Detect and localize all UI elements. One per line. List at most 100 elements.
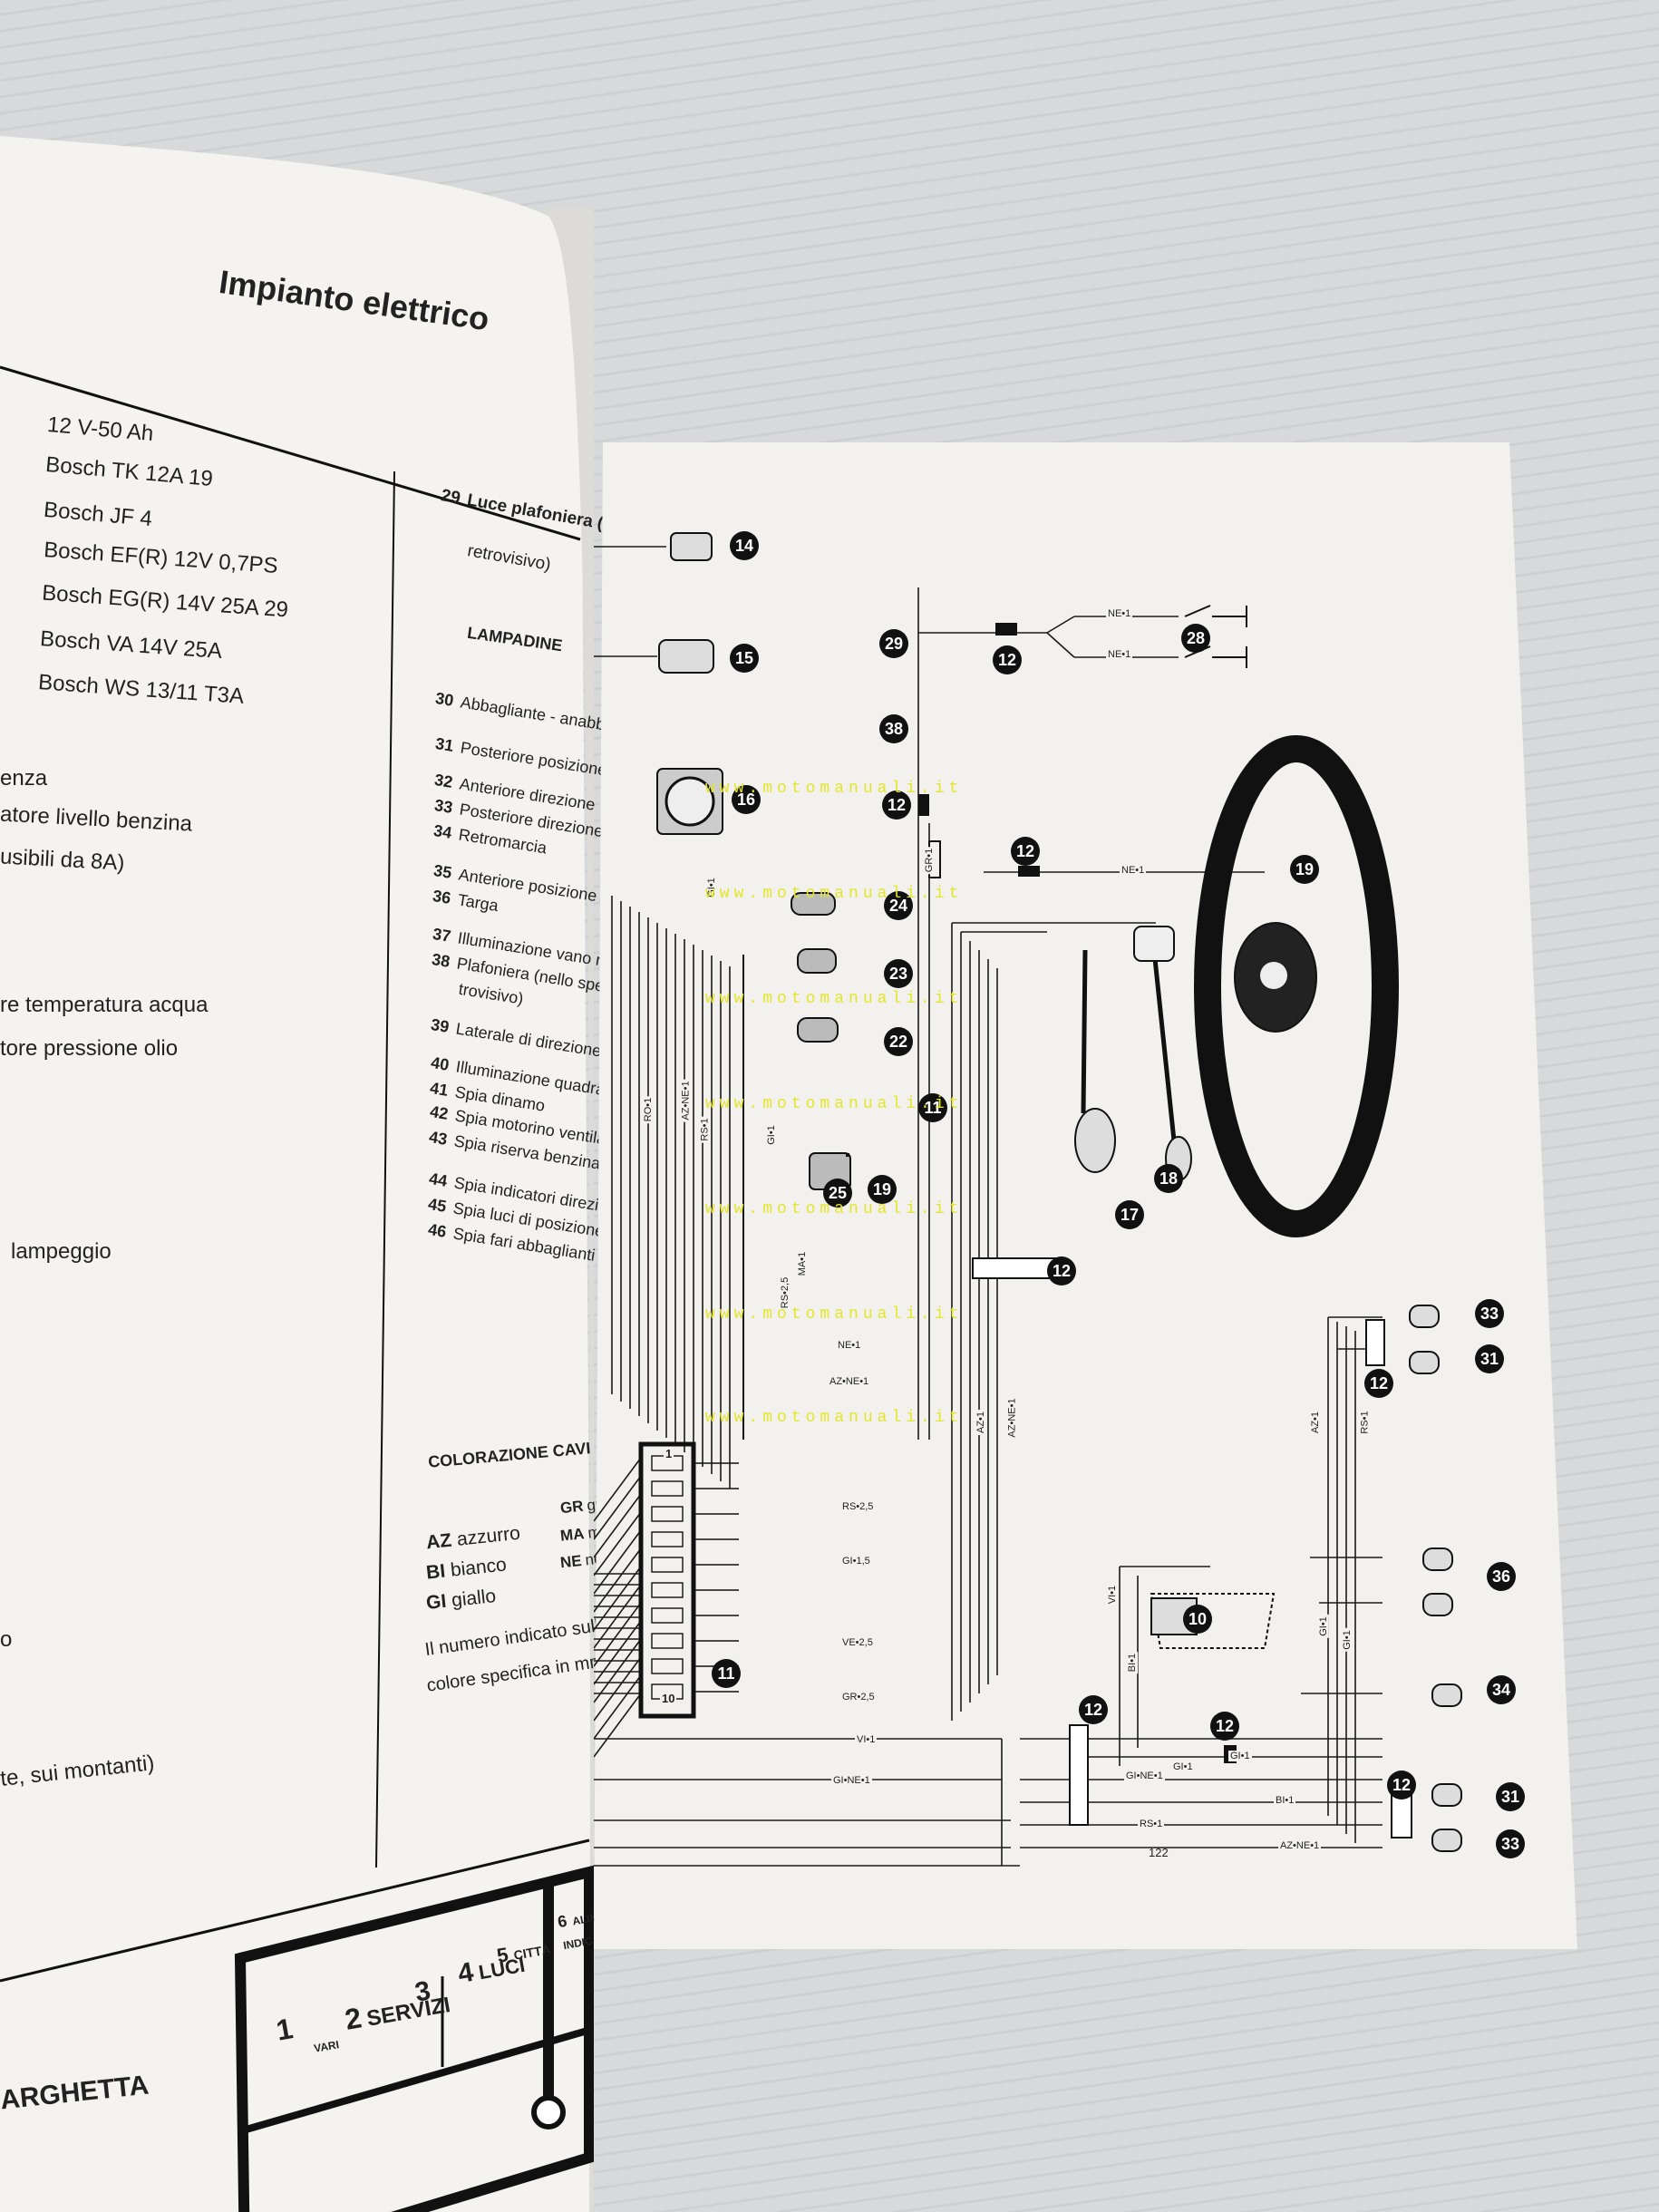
wire-label: GI•NE•1 bbox=[831, 1775, 872, 1786]
wire-label: GI•1 bbox=[765, 1123, 777, 1147]
lampadina-number: 44 bbox=[427, 1169, 449, 1190]
wire-label: GI•1 bbox=[1341, 1628, 1353, 1652]
lampadina-number: 37 bbox=[431, 925, 452, 946]
callout-12: 12 bbox=[1079, 1695, 1108, 1724]
wire-label: NE•1 bbox=[1120, 865, 1147, 876]
wire-label: AZ•NE•1 bbox=[680, 1079, 692, 1122]
callout-11: 11 bbox=[918, 1093, 947, 1122]
lampadina-number: 34 bbox=[432, 821, 453, 842]
color-code: AZ bbox=[425, 1529, 453, 1554]
watermark: www.motomanuali.it bbox=[705, 1200, 964, 1218]
fuse-box-label: 1 bbox=[664, 1447, 674, 1460]
callout-34: 34 bbox=[1487, 1675, 1516, 1704]
watermark: www.motomanuali.it bbox=[705, 1095, 964, 1113]
wire-label: RO•1 bbox=[643, 1095, 655, 1124]
wire-label: AZ•1 bbox=[975, 1409, 987, 1436]
lampadina-number: 35 bbox=[432, 861, 453, 882]
left-fragment: tore pressione olio bbox=[0, 1036, 179, 1061]
wire-label: AZ•NE•1 bbox=[1006, 1396, 1018, 1440]
wire-label: GR•2,5 bbox=[840, 1692, 877, 1703]
callout-12: 12 bbox=[1387, 1771, 1416, 1800]
wire-label: VE•2,5 bbox=[840, 1637, 875, 1648]
left-page: Impianto elettrico 12 V-50 Ah Bosch TK 1… bbox=[0, 136, 638, 2212]
callout-19: 19 bbox=[868, 1175, 897, 1204]
wire-label: GI•1 bbox=[1317, 1615, 1329, 1638]
lampadina-number: 39 bbox=[429, 1015, 451, 1036]
lampadina-number: 45 bbox=[426, 1195, 448, 1216]
callout-24: 24 bbox=[884, 891, 913, 920]
lampadina-number: 31 bbox=[433, 734, 455, 755]
callout-14: 14 bbox=[730, 531, 759, 560]
color-code: MA bbox=[559, 1525, 586, 1545]
callout-12: 12 bbox=[993, 645, 1022, 674]
lampadina-number: 33 bbox=[432, 796, 454, 817]
wire-label: AZ•NE•1 bbox=[828, 1376, 871, 1387]
wire-label: AZ•NE•1 bbox=[1278, 1840, 1322, 1851]
wire-label: GI•1 bbox=[1228, 1751, 1252, 1761]
lampadina-number: 46 bbox=[426, 1220, 448, 1241]
fuse-label: VARI bbox=[313, 2038, 341, 2055]
callout-17: 17 bbox=[1115, 1200, 1144, 1229]
color-code: BI bbox=[424, 1560, 447, 1584]
callout-38: 38 bbox=[879, 714, 908, 743]
wire-label: BI•1 bbox=[1127, 1651, 1139, 1674]
callout-15: 15 bbox=[730, 644, 759, 673]
watermark: www.motomanuali.it bbox=[705, 990, 964, 1008]
callout-12: 12 bbox=[1047, 1256, 1076, 1285]
fuse-label: CITTÀ bbox=[512, 1941, 552, 1963]
wire-label: VI•1 bbox=[855, 1734, 878, 1745]
left-fragment: enza bbox=[0, 766, 48, 791]
callout-31: 31 bbox=[1496, 1782, 1525, 1811]
lampadina-number: 36 bbox=[431, 887, 452, 907]
color-name: giallo bbox=[450, 1586, 498, 1612]
wire-label: BI•1 bbox=[1274, 1795, 1296, 1806]
color-code: NE bbox=[559, 1552, 583, 1572]
callout-33: 33 bbox=[1475, 1299, 1504, 1328]
watermark: www.motomanuali.it bbox=[705, 885, 964, 903]
lampadina-number: 40 bbox=[429, 1053, 451, 1074]
lampadina-number: 32 bbox=[432, 771, 454, 791]
callout-12: 12 bbox=[1364, 1369, 1393, 1398]
color-code: GI bbox=[424, 1590, 448, 1614]
callout-36: 36 bbox=[1487, 1562, 1516, 1591]
callout-28: 28 bbox=[1181, 624, 1210, 653]
wire-label: RS•1 bbox=[699, 1116, 711, 1143]
lampadina-number: 38 bbox=[430, 950, 451, 971]
callout-12: 12 bbox=[1011, 837, 1040, 866]
callout-19: 19 bbox=[1290, 855, 1319, 884]
watermark: www.motomanuali.it bbox=[705, 1409, 964, 1427]
page-number: 122 bbox=[1149, 1846, 1169, 1859]
callout-10: 10 bbox=[1183, 1605, 1212, 1634]
wire-label: NE•1 bbox=[1106, 608, 1133, 619]
callout-16: 16 bbox=[732, 785, 761, 814]
wire-label: AZ•1 bbox=[1310, 1409, 1322, 1436]
wire-label: GI•NE•1 bbox=[1124, 1771, 1165, 1781]
wire-label: RS•1 bbox=[1138, 1819, 1165, 1829]
wire-label: GR•1 bbox=[924, 846, 936, 875]
watermark: www.motomanuali.it bbox=[705, 1305, 964, 1324]
callout-33: 33 bbox=[1496, 1829, 1525, 1858]
fuse-box-label: 10 bbox=[660, 1692, 677, 1705]
wire-label: MA•1 bbox=[797, 1249, 809, 1278]
wire-label: NE•1 bbox=[836, 1340, 863, 1351]
watermark: www.motomanuali.it bbox=[705, 780, 964, 798]
wire-label: RS•1 bbox=[1359, 1409, 1371, 1436]
callout-11: 11 bbox=[712, 1659, 741, 1688]
wire-label: GI•1,5 bbox=[840, 1556, 872, 1567]
callout-31: 31 bbox=[1475, 1344, 1504, 1373]
callout-29: 29 bbox=[879, 629, 908, 658]
lampadina-number: 43 bbox=[427, 1128, 449, 1149]
wire-label: GI•1 bbox=[1171, 1761, 1195, 1772]
callout-18: 18 bbox=[1154, 1164, 1183, 1193]
left-fragment: o bbox=[0, 1627, 13, 1652]
lampadina-number: 41 bbox=[428, 1079, 450, 1100]
callout-12: 12 bbox=[1210, 1712, 1239, 1741]
left-fragment: re temperatura acqua bbox=[0, 993, 209, 1017]
left-fragment: lampeggio bbox=[11, 1239, 112, 1264]
lampadina-number: 30 bbox=[433, 689, 455, 710]
wire-label: NE•1 bbox=[1106, 649, 1133, 660]
callout-25: 25 bbox=[823, 1179, 852, 1208]
callout-23: 23 bbox=[884, 959, 913, 988]
lampadina-number: 42 bbox=[428, 1102, 450, 1123]
